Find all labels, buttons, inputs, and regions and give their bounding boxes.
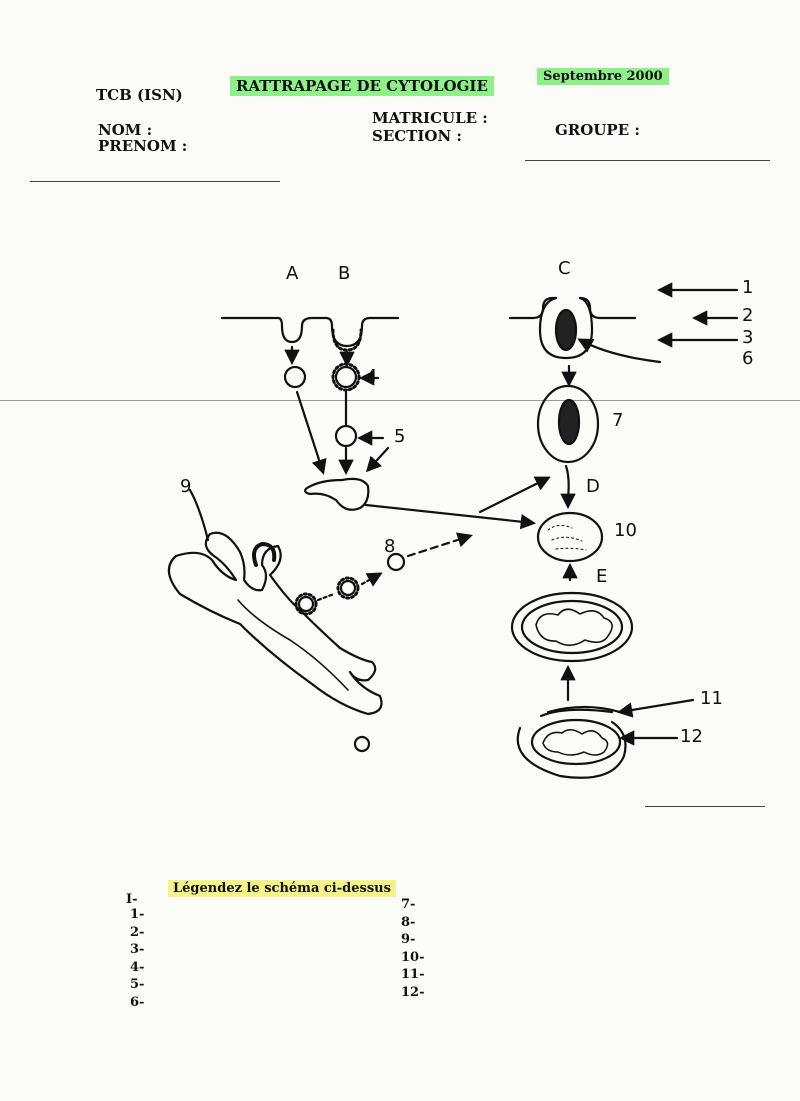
label-c: C [558, 258, 571, 279]
label-8: 8 [384, 536, 396, 557]
label-1: 1 [742, 277, 754, 298]
legend-item-11: 11- [401, 967, 425, 982]
label-2: 2 [742, 305, 754, 326]
section-number: I- [126, 892, 138, 907]
legend-list-right: 7- 8- 9- 10- 11- 12- [401, 896, 425, 1001]
section-label: SECTION : [372, 127, 462, 145]
autophagosome [510, 591, 634, 663]
small-vesicle [353, 735, 371, 753]
legend-instruction: Légendez le schéma ci-dessus [168, 880, 396, 897]
exam-title: RATTRAPAGE DE CYTOLOGIE [230, 76, 494, 96]
header-divider-right [525, 160, 770, 161]
arrow-11 [616, 698, 695, 718]
uncoated-vesicle [334, 424, 358, 448]
golgi-hook [252, 542, 277, 567]
endocytosis-diagram [167, 282, 739, 779]
course-code: TCB (ISN) [96, 86, 183, 104]
arrow-9 [188, 488, 210, 542]
arrow-to-endosome-a [295, 390, 327, 475]
golgi-vesicle-coated-2 [339, 579, 357, 597]
label-9: 9 [180, 476, 192, 497]
label-e: E [596, 566, 608, 587]
header-divider-left [30, 181, 280, 182]
legend-item-9: 9- [401, 932, 416, 947]
legend-item-2: 2- [130, 924, 145, 940]
matricule-label: MATRICULE : [372, 109, 488, 127]
label-a: A [286, 263, 299, 284]
exam-date: Septembre 2000 [537, 68, 669, 85]
legend-item-1: 1- [130, 907, 145, 922]
lysosome-10 [536, 511, 604, 563]
legend-list-left: 1- 2- 3- 4- 5- 6- [130, 906, 144, 1011]
arrow-6 [577, 338, 662, 364]
particle-6 [554, 308, 578, 352]
arrow-8b [478, 476, 551, 514]
label-11: 11 [700, 688, 723, 709]
phagocytic-cup [538, 296, 594, 360]
golgi-vesicle-coated-1 [297, 595, 315, 613]
bottom-divider [645, 806, 765, 807]
coated-vesicle-4 [334, 365, 358, 389]
legend-item-5: 5- [130, 977, 145, 992]
legend-item-6: 6- [130, 994, 145, 1010]
label-12: 12 [680, 726, 703, 747]
arrow-d [560, 464, 576, 510]
arrow-8a [406, 532, 473, 558]
arrow-endosome-lysosome [364, 503, 537, 530]
label-b: B [338, 263, 351, 284]
nom-label: NOM : [98, 121, 153, 139]
label-7: 7 [612, 410, 624, 431]
scan-fold-line [0, 400, 800, 401]
legend-item-8: 8- [401, 914, 416, 930]
label-6: 6 [742, 348, 754, 369]
legend-item-7: 7- [401, 897, 416, 912]
arrow-5b [365, 446, 390, 473]
legend-item-10: 10- [401, 949, 425, 965]
legend-item-4: 4- [130, 959, 145, 975]
phagosome-7 [536, 384, 600, 464]
endosome [304, 477, 370, 511]
groupe-label: GROUPE : [555, 121, 640, 139]
vesicle-a [283, 365, 307, 389]
coated-pit-b [331, 328, 363, 352]
label-5: 5 [394, 426, 406, 447]
label-d: D [586, 476, 600, 497]
label-10: 10 [614, 520, 637, 541]
label-4: 4 [366, 366, 378, 387]
plasma-membrane-left [220, 316, 400, 348]
golgi-vesicle-8 [386, 552, 406, 572]
legend-item-3: 3- [130, 942, 145, 957]
legend-item-12: 12- [401, 984, 425, 1000]
prenom-label: PRENOM : [98, 137, 188, 155]
golgi-er [167, 531, 383, 716]
label-3: 3 [742, 327, 754, 348]
